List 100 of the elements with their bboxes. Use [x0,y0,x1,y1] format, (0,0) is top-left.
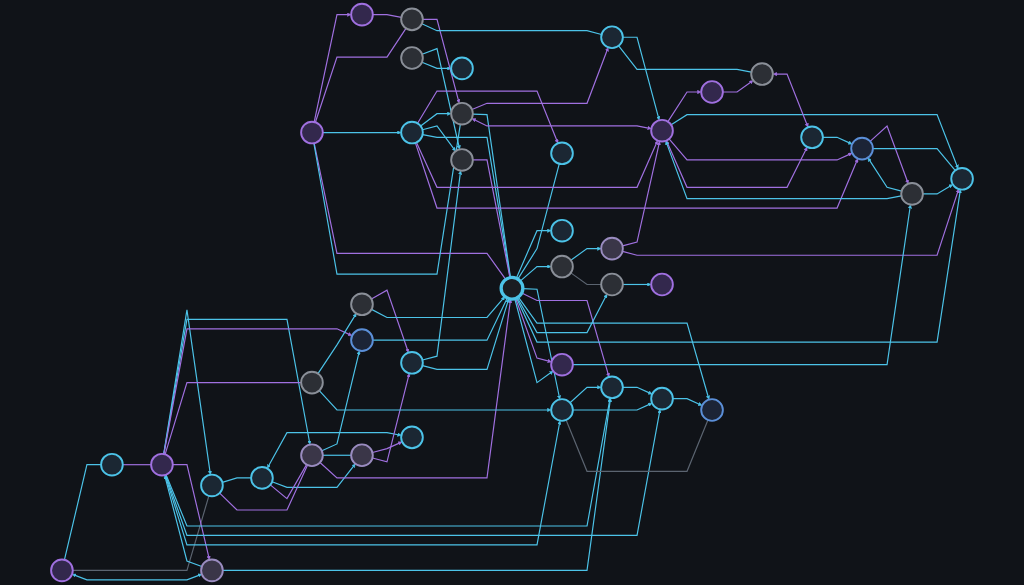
arrow [922,184,953,195]
arrow [666,140,808,188]
arrow [869,124,909,184]
node-circle [499,275,525,301]
arrow [670,114,959,169]
arrow [519,264,552,282]
node-circle [650,272,674,297]
arrow [665,140,902,200]
node-circle [900,182,924,206]
arrow [516,189,962,343]
node-circle [100,452,124,477]
node-circle [800,125,824,150]
arrow [163,309,212,475]
arrow [471,118,652,130]
node-circle [700,80,724,104]
arrow [321,350,361,452]
node-circle [550,398,574,422]
arrow [164,420,562,546]
arrow [319,298,513,479]
arrow [172,464,211,560]
arrow [570,246,602,261]
arrow [72,573,202,581]
arrow [622,282,652,287]
arrow [163,328,353,455]
node-circle [50,558,74,583]
node-circle [850,136,874,161]
arrow [222,397,613,571]
connector [122,464,152,466]
node-circle [600,25,624,50]
node-circle [300,370,324,395]
arrow [322,130,402,135]
arrow [515,228,552,279]
connector [372,297,508,341]
connector [164,382,302,455]
arrow [517,296,710,400]
arrow [164,409,662,537]
node-circle [550,254,574,279]
node-circle [450,101,474,126]
arrow [569,385,602,404]
node-circle [400,351,424,375]
connector [313,123,461,275]
node-circle [350,443,374,468]
connector [63,464,102,561]
node-circle [350,328,374,352]
node-circle [450,56,474,81]
node-circle [350,292,374,317]
arrow [421,170,463,361]
arrow [667,89,702,123]
arrow [317,313,357,375]
connector [372,14,402,18]
arrow [421,61,452,71]
node-circle [400,120,424,145]
arrow [422,18,461,104]
node-circle [300,120,324,145]
node-circle [750,62,774,86]
arrow [318,390,552,413]
arrow [515,297,552,363]
node-circle [400,46,424,70]
node-circle [700,398,724,422]
arrow [622,36,661,121]
node-circle [600,272,624,297]
node-circle [200,473,224,498]
arrow [772,72,809,128]
arrow [417,90,559,144]
arrow [267,432,402,469]
arrow [572,204,912,366]
connector [219,464,309,511]
arrow [371,296,506,319]
arrow [313,12,352,123]
arrow [415,140,659,188]
connector [618,45,752,73]
node-circle [550,218,574,243]
node-circle [350,2,374,27]
node-circle [950,167,974,191]
arrow [521,292,610,378]
connector [872,148,956,172]
connector [422,134,511,279]
arrow [471,47,609,111]
connector [322,454,352,456]
arrow [722,80,754,93]
connector [565,419,709,472]
node-circle [650,386,674,411]
arrow [822,136,853,145]
node-circle [250,466,274,490]
arrow [516,293,608,334]
connector [421,23,603,36]
arrow [371,373,411,463]
arrow [572,402,653,411]
arrow [514,298,554,384]
node-circle [450,148,474,172]
connector [472,113,512,279]
arrow [163,475,203,568]
arrow [370,289,410,353]
arrow [165,397,612,527]
arrow [420,111,452,127]
arrow [867,157,903,192]
connector [472,159,511,279]
connector [517,163,560,280]
connector [570,272,602,286]
node-circle [650,118,674,143]
